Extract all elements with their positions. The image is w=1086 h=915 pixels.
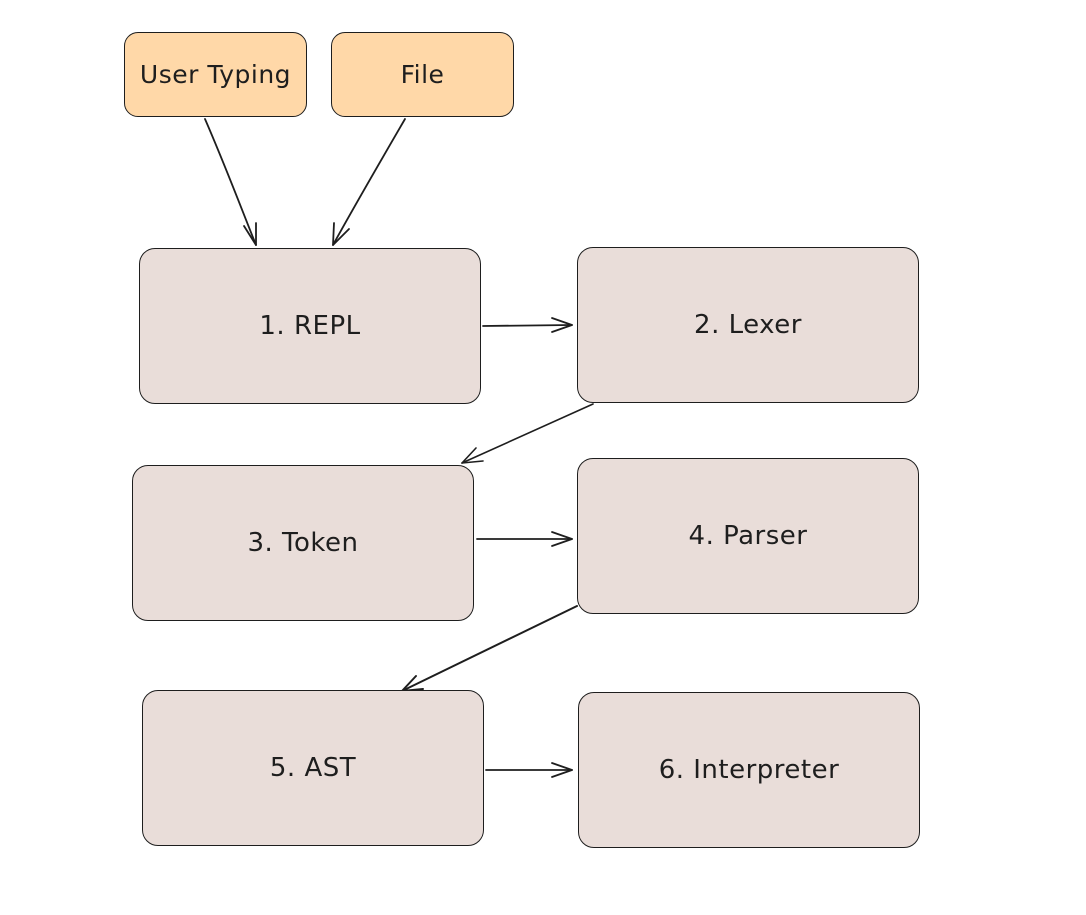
arrow-token-to-parser xyxy=(476,531,573,547)
node-lexer: 2. Lexer xyxy=(577,247,919,403)
node-user-typing-label: User Typing xyxy=(139,60,292,89)
arrow-repl-to-lexer xyxy=(482,317,573,333)
node-interpreter: 6. Interpreter xyxy=(578,692,920,848)
arrow-ast-to-interpreter xyxy=(485,762,573,778)
node-lexer-label: 2. Lexer xyxy=(694,310,802,340)
node-parser: 4. Parser xyxy=(577,458,919,614)
node-repl-label: 1. REPL xyxy=(259,311,361,341)
node-token: 3. Token xyxy=(132,465,474,621)
node-ast: 5. AST xyxy=(142,690,484,846)
node-file: File xyxy=(331,32,514,117)
node-ast-label: 5. AST xyxy=(269,753,357,783)
node-file-label: File xyxy=(400,60,445,89)
node-interpreter-label: 6. Interpreter xyxy=(658,755,840,785)
node-token-label: 3. Token xyxy=(247,528,359,558)
arrow-user-typing-to-repl xyxy=(204,118,257,246)
node-user-typing: User Typing xyxy=(124,32,307,117)
node-repl: 1. REPL xyxy=(139,248,481,404)
arrow-lexer-to-token xyxy=(461,403,594,464)
arrow-file-to-repl xyxy=(332,118,406,246)
node-parser-label: 4. Parser xyxy=(688,521,808,551)
